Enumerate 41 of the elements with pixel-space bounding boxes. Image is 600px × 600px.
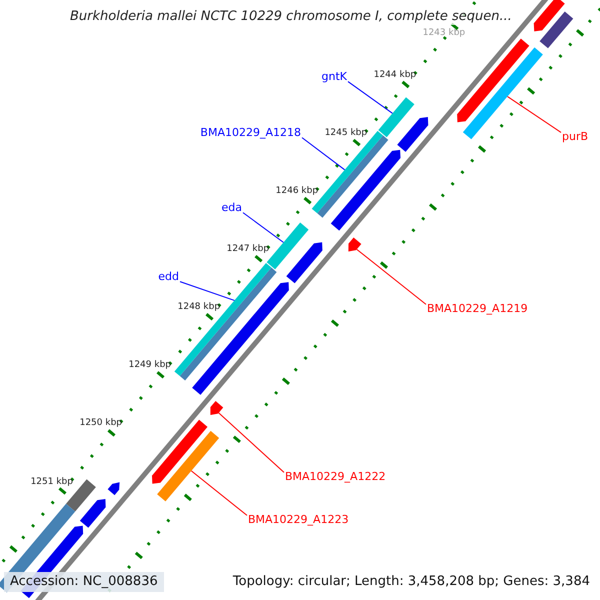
scale-label: 1243 kbp	[422, 28, 466, 39]
gene-feature	[152, 420, 208, 484]
gene-feature	[534, 0, 565, 32]
gene-feature	[266, 222, 309, 270]
scale-label: 1245 kbp	[324, 128, 368, 139]
leader-line	[356, 248, 426, 305]
scale-label: 1246 kbp	[276, 186, 318, 197]
gene-feature	[108, 482, 120, 496]
summary-text: Topology: circular; Length: 3,458,208 bp; Genes: 3,384	[232, 574, 590, 590]
gene-label: BMA10229_A1222	[285, 470, 386, 484]
leader-line	[302, 137, 346, 170]
gene-feature	[80, 499, 106, 528]
gene-label: gntK	[322, 70, 347, 84]
gene-label: eda	[222, 201, 242, 215]
gene-feature	[157, 430, 220, 502]
gene-feature	[378, 97, 414, 138]
accession-text: Accession: NC_008836	[4, 572, 164, 592]
gene-label: BMA10229_A1219	[427, 302, 528, 316]
scale-label: 1251 kbp	[30, 476, 73, 488]
scale-label: 1248 kbp	[178, 302, 220, 314]
gene-label: purB	[562, 130, 588, 144]
leader-line	[190, 470, 248, 516]
gene-feature	[457, 38, 530, 122]
scale-label: 1244 kbp	[374, 70, 416, 81]
gene-label: BMA10229_A1218	[200, 126, 301, 140]
scale-label: 1247 kbp	[226, 244, 270, 256]
gene-label: BMA10229_A1223	[248, 513, 349, 527]
leader-line	[506, 96, 562, 133]
gene-label: edd	[158, 270, 179, 284]
gene-feature	[210, 401, 224, 415]
gene-feature	[330, 150, 400, 231]
scale-label: 1250 kbp	[80, 418, 122, 430]
gene-feature	[286, 242, 322, 284]
leader-line	[242, 212, 284, 243]
gene-feature	[397, 117, 428, 152]
gene-feature	[540, 12, 574, 48]
gene-feature	[462, 47, 543, 140]
leader-line	[218, 412, 284, 473]
gene-feature	[348, 238, 362, 252]
leader-line	[348, 81, 393, 114]
scale-label: 1249 kbp	[128, 360, 172, 372]
